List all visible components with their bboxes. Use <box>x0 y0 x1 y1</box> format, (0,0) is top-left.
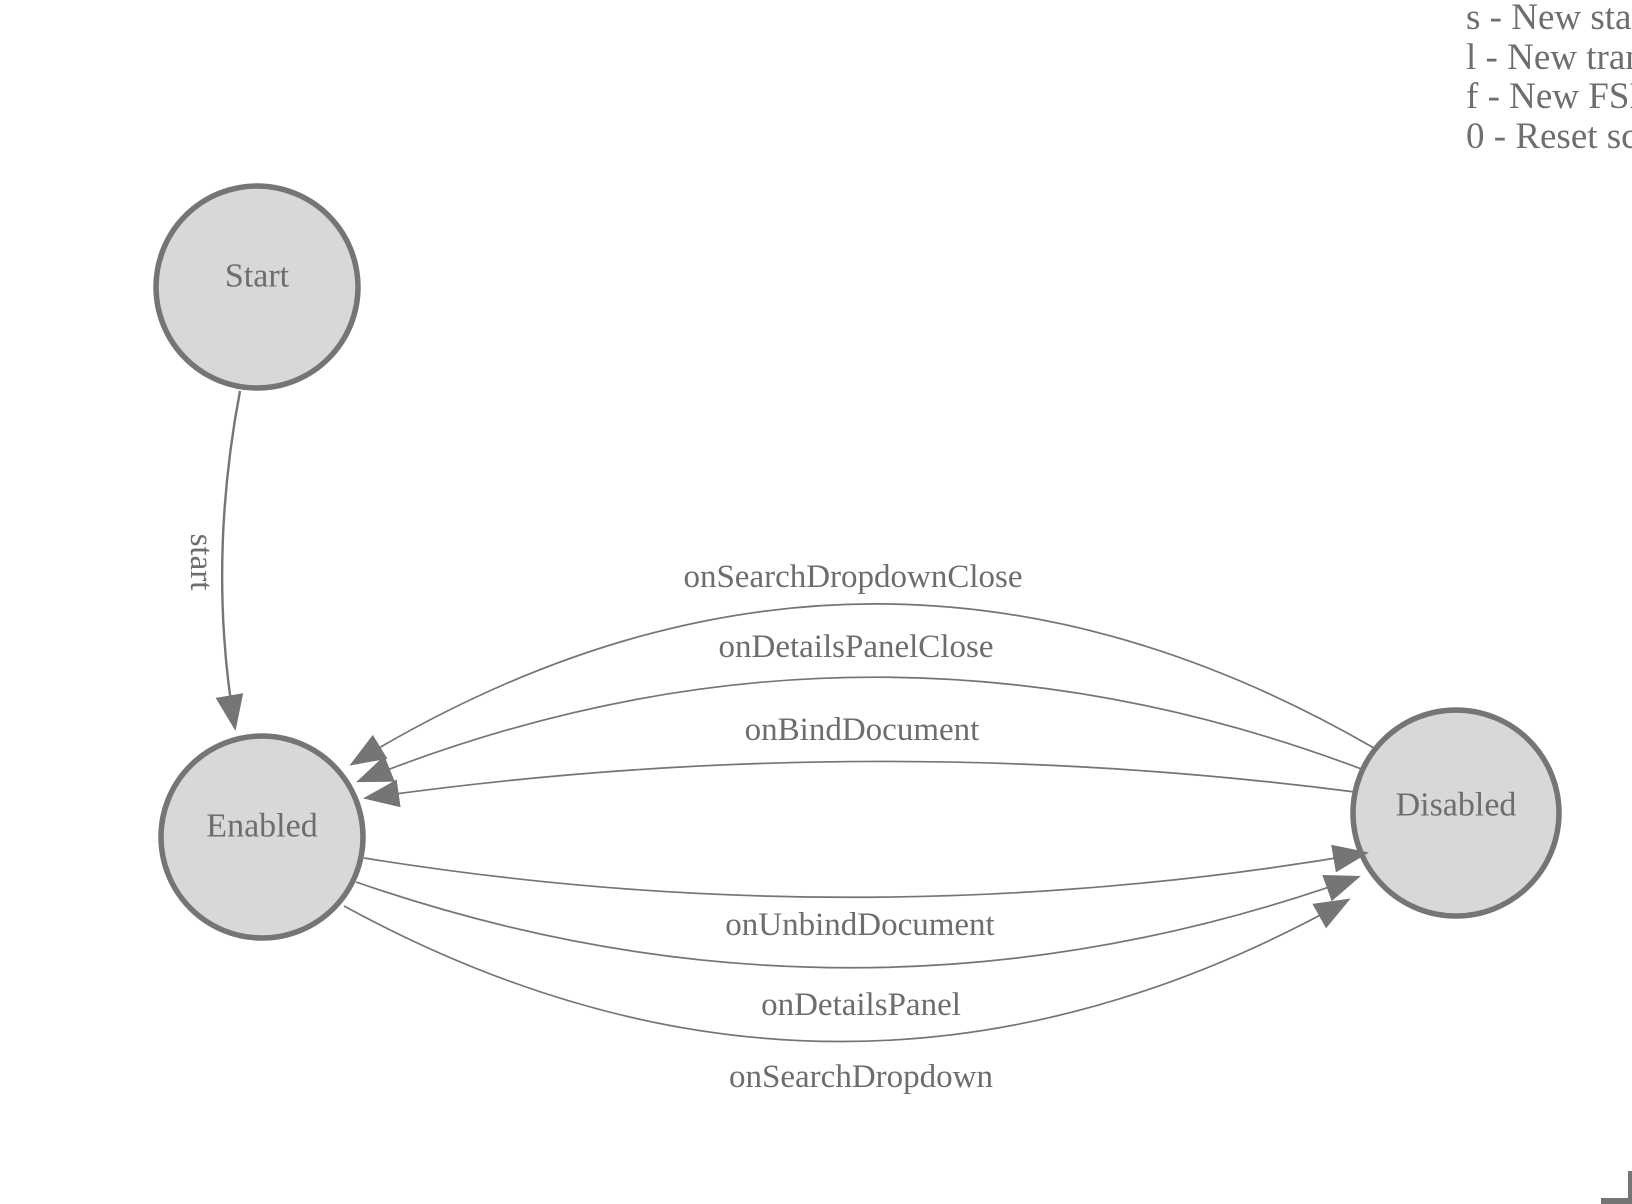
edge-label-onBindDocument: onBindDocument <box>745 712 980 748</box>
edge-path-onBindDocument[interactable] <box>363 760 1356 808</box>
state-circle-start[interactable] <box>153 183 361 391</box>
edge-path-onSearchDropdown[interactable] <box>343 898 1351 1043</box>
legend: s - New sta l - New tran f - New FSM 0 -… <box>1466 0 1632 156</box>
state-node-start[interactable]: Start <box>153 183 361 391</box>
resize-corner-horizontal-bar <box>1601 1198 1632 1204</box>
edge-label-onSearchDropdown: onSearchDropdown <box>729 1059 993 1095</box>
legend-line-reset: 0 - Reset sc <box>1466 115 1632 157</box>
edge-path-start[interactable] <box>215 390 244 731</box>
edge-label-start: start <box>183 534 219 591</box>
legend-line-new-fsm: f - New FSM <box>1466 76 1632 117</box>
state-circle-disabled[interactable] <box>1350 707 1562 919</box>
state-node-disabled[interactable]: Disabled <box>1350 707 1562 919</box>
transition-edge-start[interactable]: start <box>183 390 244 731</box>
transition-edge-onBindDocument[interactable]: onBindDocument <box>363 712 1356 808</box>
transition-edge-onUnbindDocument[interactable]: onUnbindDocument <box>363 844 1369 943</box>
state-label-enabled: Enabled <box>206 808 317 845</box>
edge-label-onSearchDropdownClose: onSearchDropdownClose <box>683 559 1022 595</box>
state-label-start: Start <box>225 258 290 295</box>
transition-edge-onDetailsPanelClose[interactable]: onDetailsPanelClose <box>356 629 1365 783</box>
edge-label-onDetailsPanelClose: onDetailsPanelClose <box>719 629 994 665</box>
transition-edge-onDetailsPanel[interactable]: onDetailsPanel <box>355 874 1361 1023</box>
transition-edge-onSearchDropdownClose[interactable]: onSearchDropdownClose <box>349 559 1375 766</box>
state-node-enabled[interactable]: Enabled <box>158 733 366 941</box>
edge-label-onUnbindDocument: onUnbindDocument <box>725 907 994 943</box>
edge-path-onSearchDropdownClose[interactable] <box>349 603 1375 766</box>
state-circle-enabled[interactable] <box>158 733 366 941</box>
edge-path-onUnbindDocument[interactable] <box>363 844 1369 899</box>
transition-edge-onSearchDropdown[interactable]: onSearchDropdown <box>343 898 1351 1095</box>
legend-line-new-transition: l - New tran <box>1466 36 1632 78</box>
edge-path-onDetailsPanel[interactable] <box>355 874 1361 969</box>
legend-line-new-state: s - New sta <box>1466 0 1632 38</box>
resize-corner-handle[interactable] <box>1601 1171 1632 1204</box>
state-label-disabled: Disabled <box>1396 787 1517 824</box>
edge-path-onDetailsPanelClose[interactable] <box>356 676 1365 783</box>
edge-label-onDetailsPanel: onDetailsPanel <box>761 987 961 1023</box>
resize-corner-vertical-bar <box>1628 1171 1632 1204</box>
